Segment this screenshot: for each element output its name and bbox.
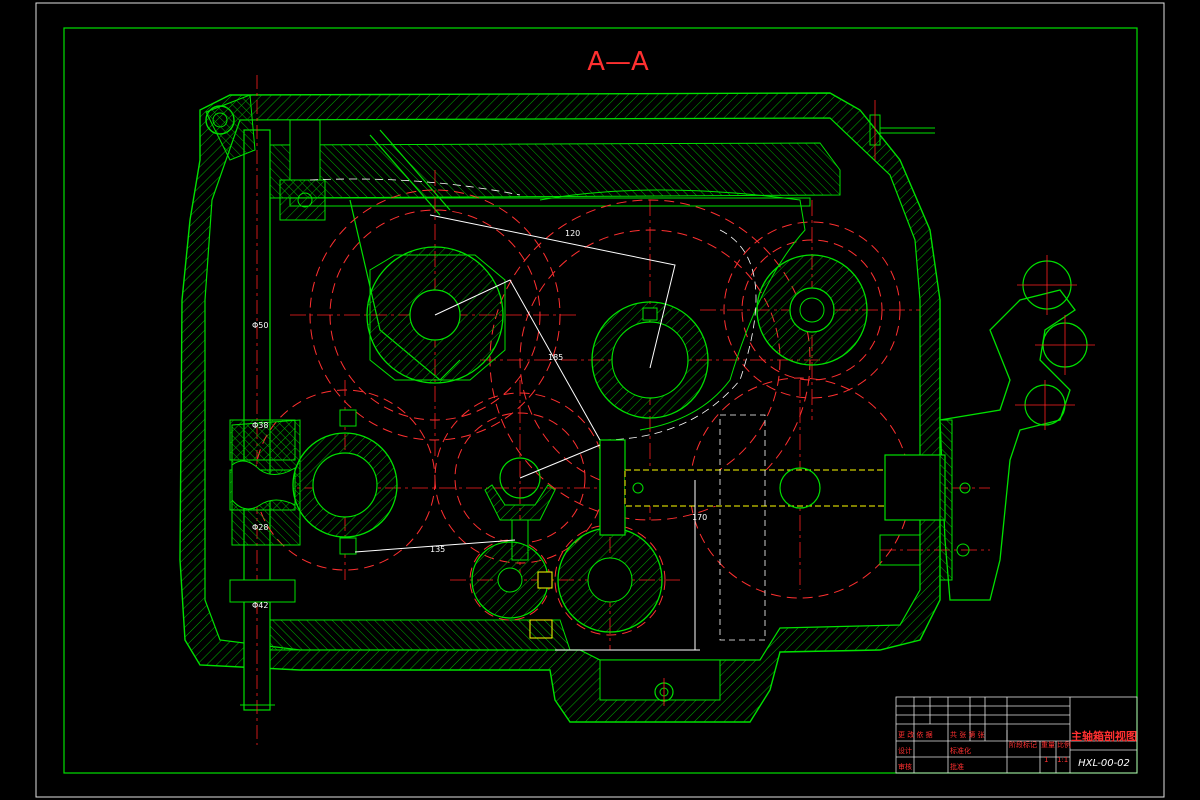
dimension-lines	[354, 214, 700, 651]
dim-text: 135	[430, 545, 445, 554]
sign-label: 审核	[898, 762, 912, 771]
title-block-text: 更 改 依 据 共 张 第 张 设计 标准化 审核 批准 阶段标记 重量 比例 …	[898, 730, 1071, 771]
dim-text: Φ38	[252, 421, 268, 430]
dim-text: Φ28	[252, 523, 268, 532]
right-external-lever	[869, 100, 1095, 601]
title-block	[895, 696, 1138, 774]
section-label: A—A	[587, 47, 649, 77]
dim-text: 185	[548, 353, 563, 362]
row-marks: 更 改 依 据	[898, 730, 933, 739]
col-label: 比例	[1057, 740, 1071, 749]
inner-frame	[63, 27, 1138, 774]
housing	[179, 92, 941, 723]
drawing-title: 主轴箱剖视图	[1071, 729, 1137, 743]
gear-lower-right	[529, 527, 663, 639]
sign-label: 标准化	[950, 746, 971, 755]
output-shaft	[599, 414, 971, 641]
dim-text: Φ50	[252, 321, 268, 330]
scale-value: 1:1	[1057, 756, 1068, 764]
dim-text: Φ42	[252, 601, 268, 610]
col-label: 阶段标记	[1009, 740, 1037, 749]
gear-left-middle	[231, 409, 398, 555]
dimension-texts: 120 185 135 170 Φ50 Φ38 Φ28 Φ42	[252, 229, 707, 610]
sign-label: 批准	[950, 762, 964, 771]
row-note: 共 张 第 张	[950, 730, 985, 739]
gear-main-spindle	[539, 189, 806, 441]
top-left-lever	[205, 94, 521, 381]
outer-border	[35, 2, 1165, 798]
dim-text: 170	[692, 513, 707, 522]
count-value: 1	[1044, 756, 1048, 764]
gear-lower-left	[471, 541, 553, 619]
col-label: 重量	[1041, 741, 1055, 749]
drawing-number: HXL-00-02	[1078, 758, 1130, 769]
dim-text: 120	[565, 229, 580, 238]
sign-label: 设计	[898, 746, 912, 755]
gear-upper-right	[756, 254, 868, 366]
